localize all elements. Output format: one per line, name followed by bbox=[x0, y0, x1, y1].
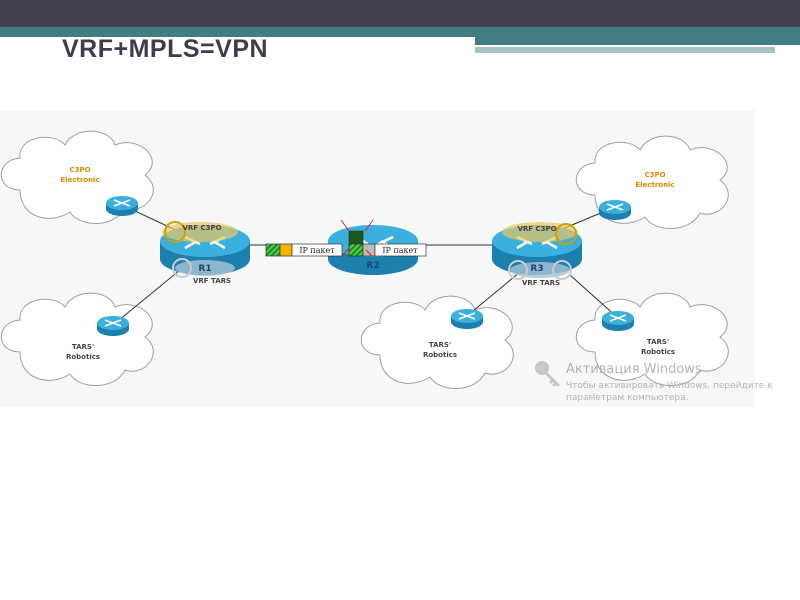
svg-text:Robotics: Robotics bbox=[641, 348, 675, 356]
packet-right: IP пакет bbox=[340, 219, 427, 257]
svg-text:IP пакет: IP пакет bbox=[299, 246, 335, 255]
svg-text:TARS': TARS' bbox=[72, 343, 94, 351]
svg-text:R3: R3 bbox=[530, 264, 543, 274]
switch-icon bbox=[105, 195, 139, 217]
svg-text:C3PO: C3PO bbox=[69, 166, 90, 174]
switch-icon bbox=[450, 308, 484, 330]
header-bar bbox=[0, 0, 800, 27]
packet-left: IP пакет bbox=[265, 243, 343, 257]
svg-text:Robotics: Robotics bbox=[423, 351, 457, 359]
svg-text:VRF TARS: VRF TARS bbox=[193, 277, 231, 285]
svg-text:C3PO: C3PO bbox=[644, 171, 665, 179]
svg-text:R1: R1 bbox=[198, 264, 211, 274]
switch-icon bbox=[598, 199, 632, 221]
svg-text:Robotics: Robotics bbox=[66, 353, 100, 361]
slide-title: VRF+MPLS=VPN bbox=[62, 35, 269, 63]
svg-text:VRF C3PO: VRF C3PO bbox=[517, 225, 556, 233]
svg-text:IP пакет: IP пакет bbox=[382, 246, 418, 255]
switch-icon bbox=[601, 310, 635, 332]
watermark-title: Активация Windows bbox=[566, 362, 702, 377]
svg-text:R2: R2 bbox=[366, 261, 379, 271]
network-diagram: C3PO Electronic C3PO Electronic TARS' Robot… bbox=[0, 110, 755, 407]
header-accent-right bbox=[475, 37, 800, 45]
svg-text:VRF TARS: VRF TARS bbox=[522, 279, 560, 287]
switch-icon bbox=[96, 315, 130, 337]
header-line bbox=[475, 47, 775, 53]
svg-text:Electronic: Electronic bbox=[60, 176, 99, 184]
header-accent bbox=[0, 27, 800, 37]
svg-text:VRF C3PO: VRF C3PO bbox=[182, 224, 221, 232]
svg-text:TARS': TARS' bbox=[429, 341, 451, 349]
key-icon bbox=[535, 361, 561, 388]
svg-text:TARS': TARS' bbox=[647, 338, 669, 346]
svg-text:Electronic: Electronic bbox=[635, 181, 674, 189]
windows-activation-watermark: Активация Windows Чтобы активировать Win… bbox=[533, 358, 773, 403]
